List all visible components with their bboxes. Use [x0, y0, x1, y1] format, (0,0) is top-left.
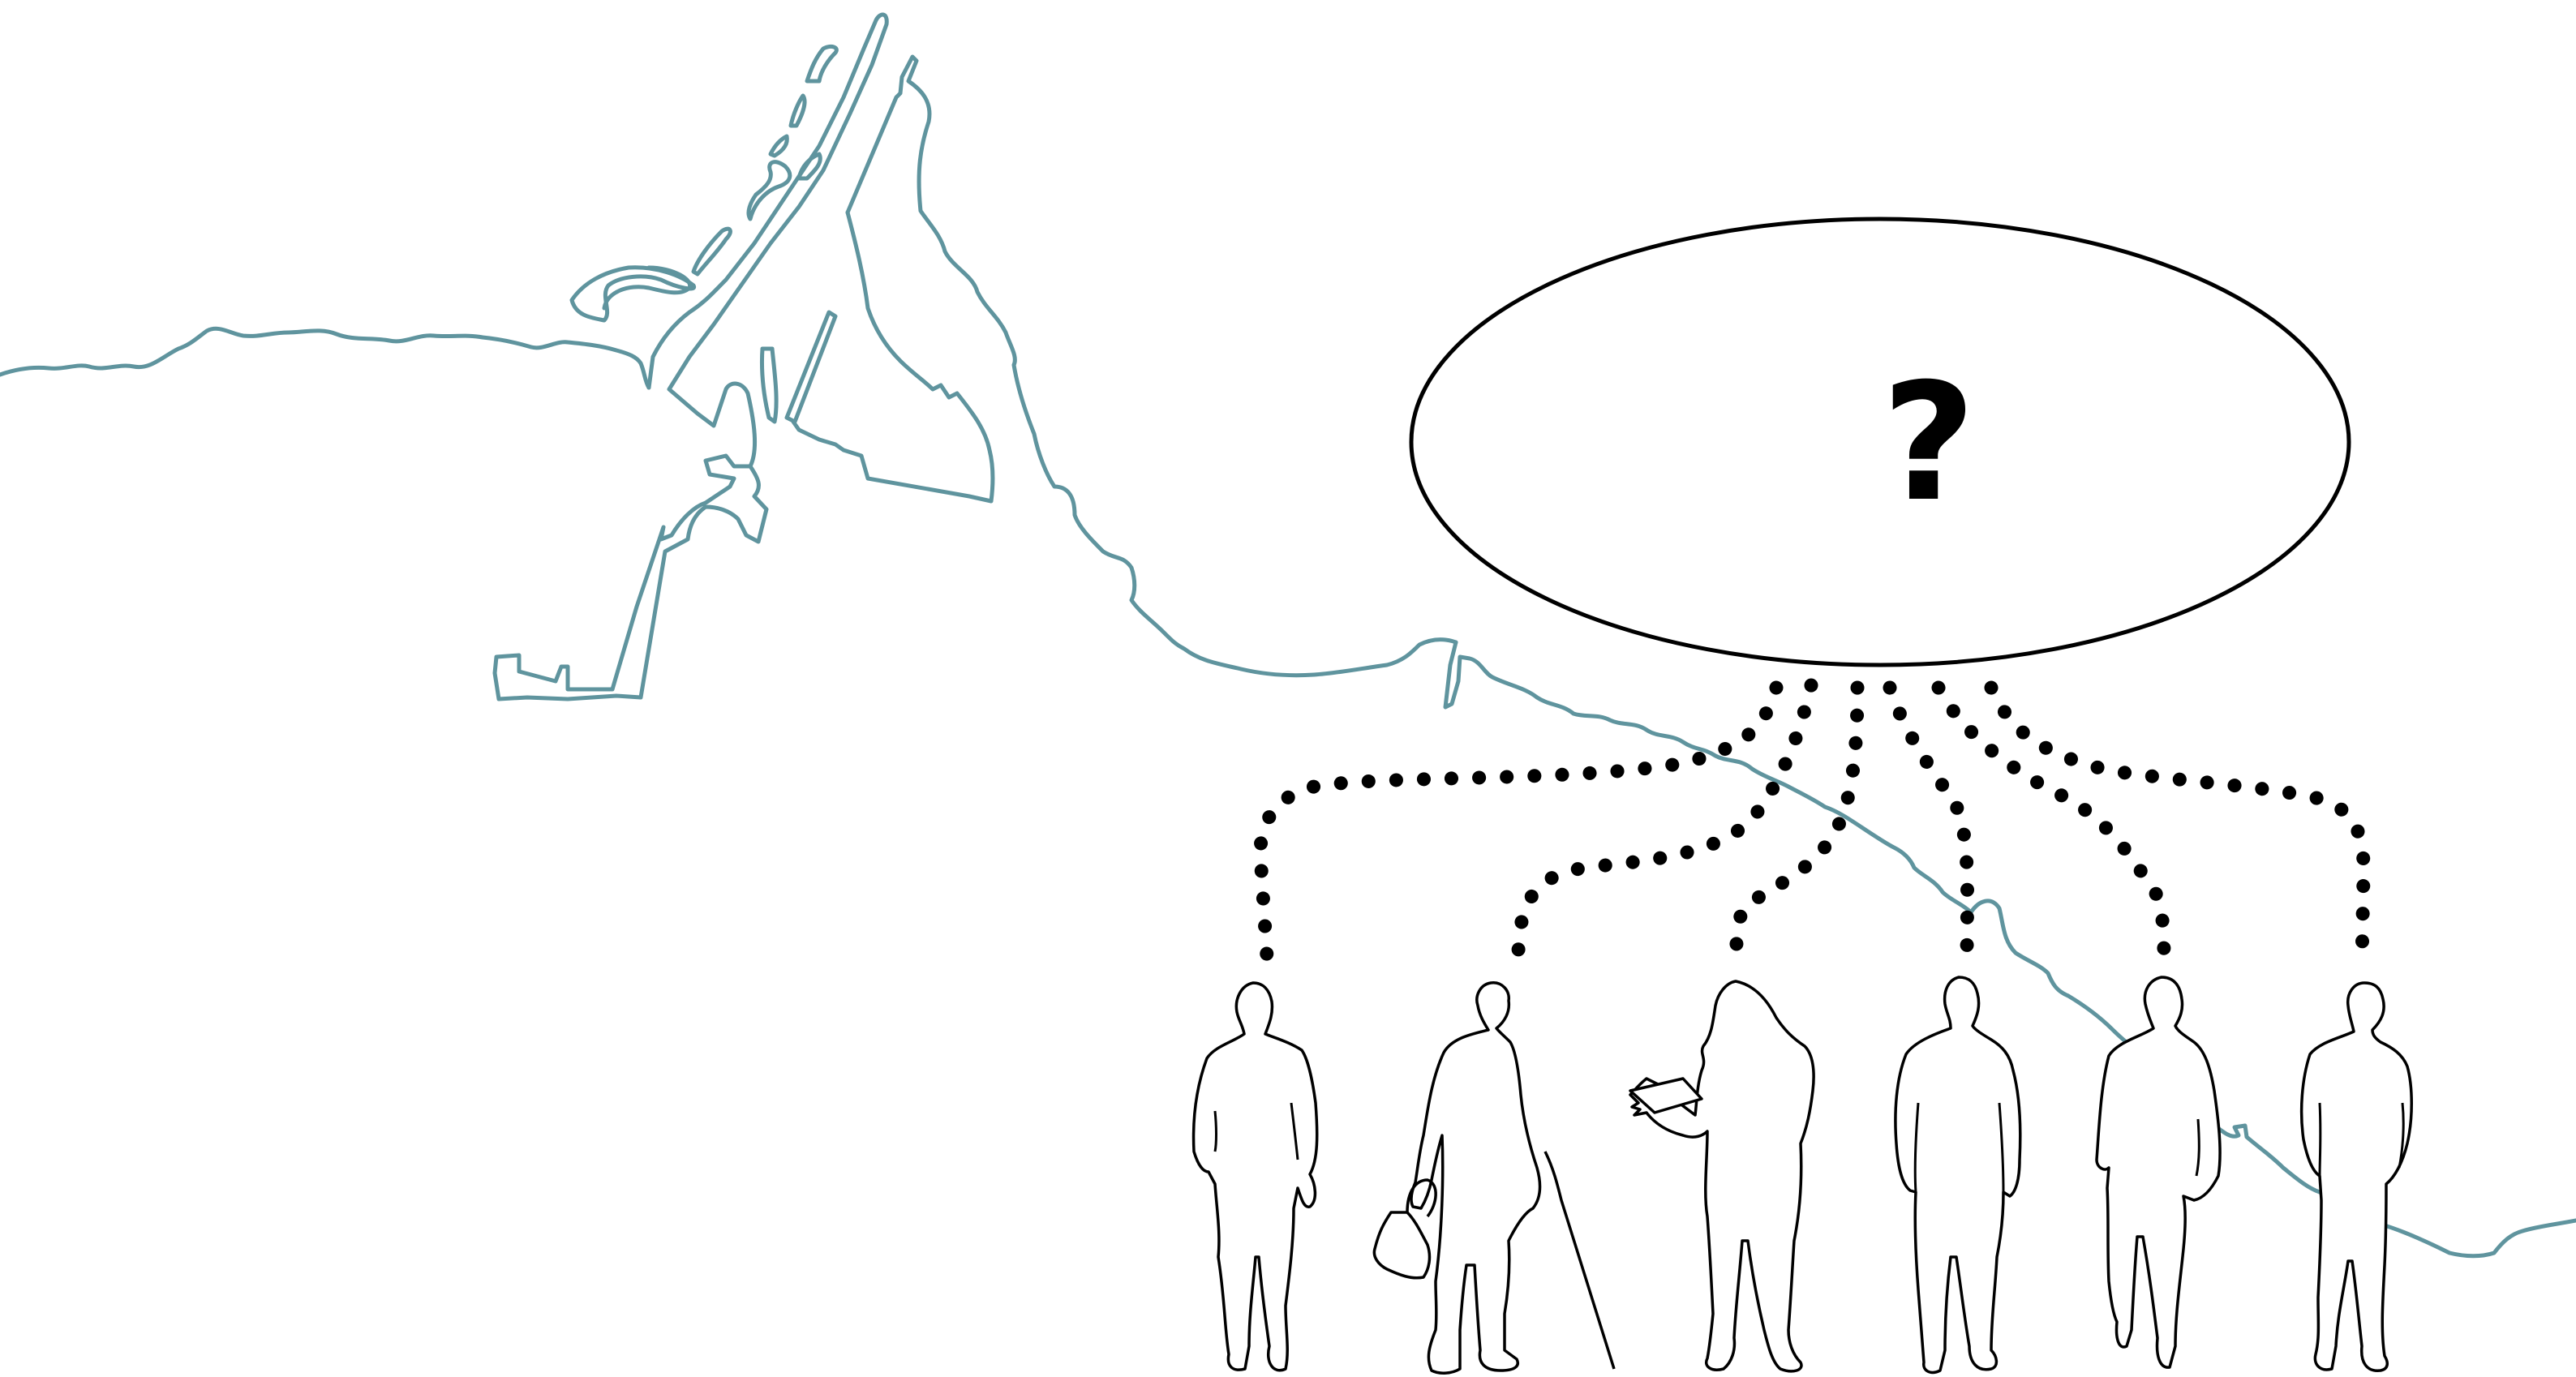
- question-mark: ?: [1882, 349, 1976, 538]
- person-woman-reading-icon: [1630, 981, 1814, 1371]
- island-3: [693, 229, 730, 274]
- connector-person-4: [1890, 688, 1968, 963]
- east-bank-inner: [793, 212, 993, 501]
- south-pier: [495, 456, 766, 699]
- person-man-walking-icon: [2097, 977, 2220, 1367]
- island-6: [771, 136, 787, 156]
- cane: [1545, 1152, 1614, 1369]
- person-1-arm-line: [1215, 1111, 1217, 1152]
- harbour-outline: [649, 15, 887, 466]
- island-8: [807, 47, 836, 81]
- person-man-icon: [1194, 983, 1317, 1371]
- coastline-west: [0, 328, 649, 388]
- east-bank: [848, 57, 1456, 676]
- dotted-connectors: [1260, 685, 2363, 965]
- connector-person-3: [1737, 688, 1857, 957]
- people-group: [1194, 977, 2412, 1373]
- person-6-arm-line: [2320, 1103, 2321, 1176]
- thought-bubble: ?: [1411, 219, 2349, 665]
- harbour-breakwater: [787, 312, 835, 422]
- person-elderly-cane-icon: [1411, 983, 1540, 1373]
- island-4: [749, 162, 790, 219]
- person-man-hands-in-pockets-icon: [2302, 983, 2412, 1371]
- harbour-inner-pier: [762, 349, 776, 422]
- island-7: [791, 96, 805, 126]
- connector-person-2: [1518, 685, 1811, 965]
- handbag: [1374, 1212, 1429, 1278]
- connector-person-6: [1991, 688, 2363, 965]
- bubble-ellipse: [1411, 219, 2349, 665]
